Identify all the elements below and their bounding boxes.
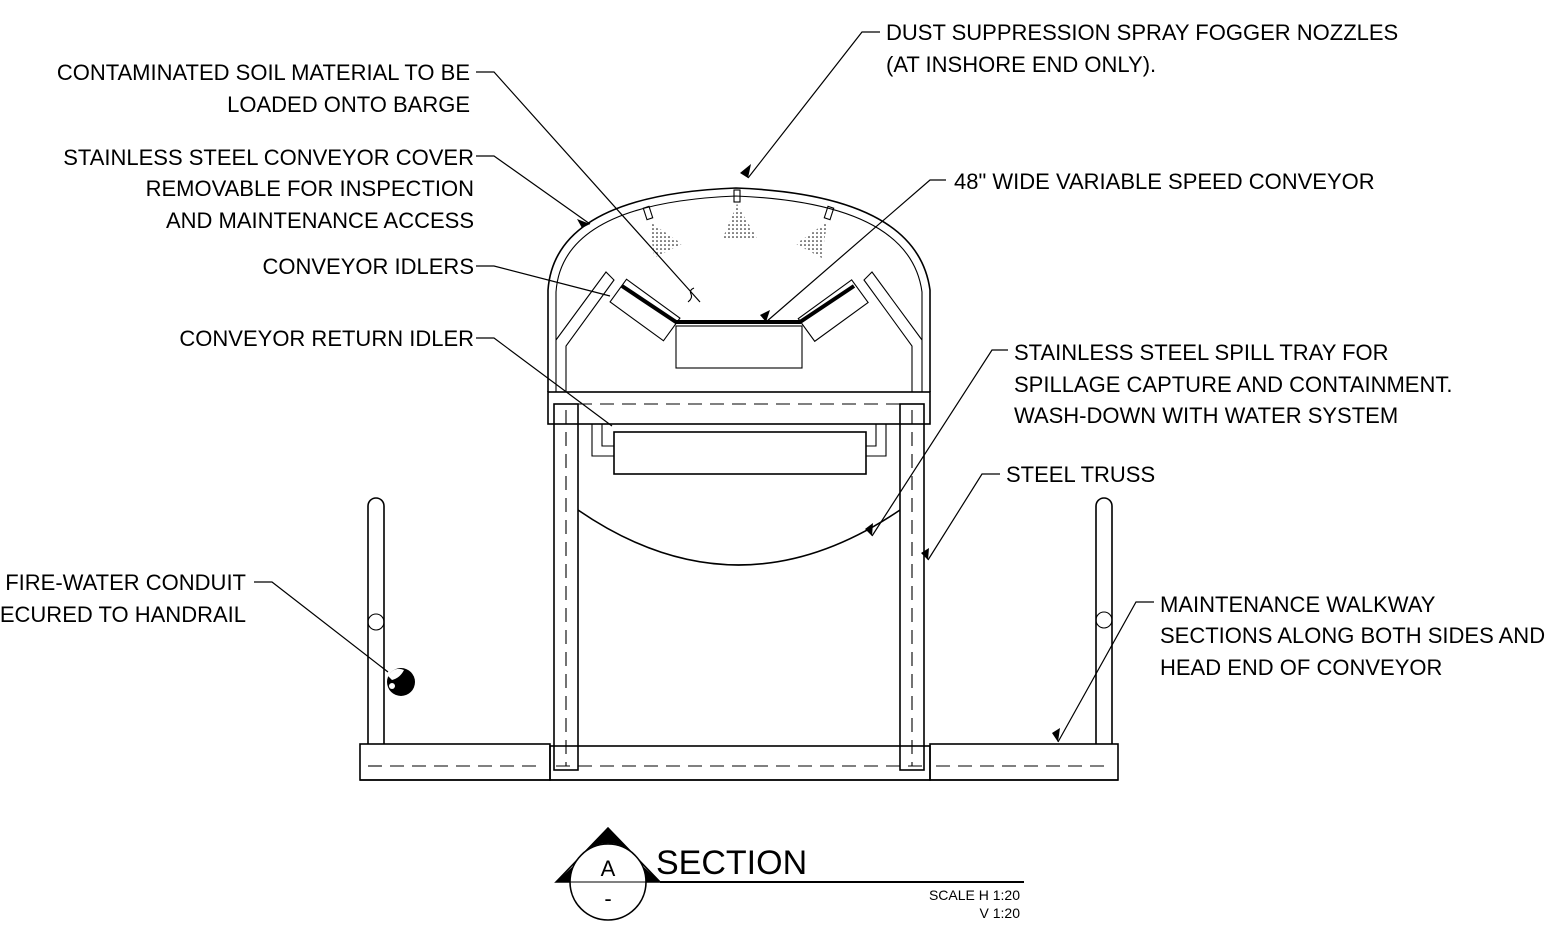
svg-text:CONVEYOR IDLERS: CONVEYOR IDLERS — [263, 254, 475, 279]
svg-text:SECURED TO HANDRAIL: SECURED TO HANDRAIL — [0, 602, 246, 627]
svg-text:STAINLESS STEEL CONVEYOR COVER: STAINLESS STEEL CONVEYOR COVER — [63, 145, 474, 170]
label-walkway: MAINTENANCE WALKWAY SECTIONS ALONG BOTH … — [1160, 592, 1545, 680]
deck-plate — [547, 391, 931, 425]
label-dust-suppression: DUST SUPPRESSION SPRAY FOGGER NOZZLES (A… — [886, 20, 1398, 77]
fire-water-conduit — [387, 668, 415, 696]
svg-text:WASH-DOWN WITH WATER SYSTEM: WASH-DOWN WITH WATER SYSTEM — [1014, 403, 1398, 428]
handrail-right — [1095, 497, 1113, 744]
return-idler — [591, 424, 887, 475]
conveyor-belt — [609, 278, 869, 369]
section-letter: A — [601, 856, 616, 881]
label-contaminated-soil: CONTAMINATED SOIL MATERIAL TO BE LOADED … — [57, 60, 470, 117]
svg-text:HEAD END OF CONVEYOR: HEAD END OF CONVEYOR — [1160, 655, 1442, 680]
fogger-nozzles — [642, 189, 835, 258]
svg-text:CONVEYOR RETURN IDLER: CONVEYOR RETURN IDLER — [179, 326, 474, 351]
spill-tray — [577, 509, 901, 566]
svg-text:MAINTENANCE WALKWAY: MAINTENANCE WALKWAY — [1160, 592, 1436, 617]
walkway-left — [359, 743, 551, 781]
svg-text:STAINLESS STEEL SPILL TRAY FOR: STAINLESS STEEL SPILL TRAY FOR — [1014, 340, 1389, 365]
svg-text:CONTAMINATED SOIL MATERIAL TO: CONTAMINATED SOIL MATERIAL TO BE — [57, 60, 470, 85]
scale-vertical: V 1:20 — [980, 905, 1021, 921]
bottom-beam — [360, 745, 1118, 781]
label-conveyor-idlers: CONVEYOR IDLERS — [263, 254, 475, 279]
handrail-left — [367, 497, 385, 744]
svg-text:DUST SUPPRESSION SPRAY FOGGER: DUST SUPPRESSION SPRAY FOGGER NOZZLES — [886, 20, 1398, 45]
svg-text:REMOVABLE FOR INSPECTION: REMOVABLE FOR INSPECTION — [146, 176, 474, 201]
svg-text:STEEL TRUSS: STEEL TRUSS — [1006, 462, 1155, 487]
section-title: SECTION — [656, 844, 807, 882]
walkway-right — [929, 743, 1119, 781]
section-callout: A - SECTION SCALE H 1:20 V 1:20 — [554, 826, 1024, 921]
conveyor-cover — [547, 187, 931, 392]
label-conveyor-cover: STAINLESS STEEL CONVEYOR COVER REMOVABLE… — [63, 145, 474, 233]
label-spill-tray: STAINLESS STEEL SPILL TRAY FOR SPILLAGE … — [1014, 340, 1452, 428]
svg-text:(AT INSHORE END ONLY).: (AT INSHORE END ONLY). — [886, 52, 1156, 77]
label-return-idler: CONVEYOR RETURN IDLER — [179, 326, 474, 351]
svg-text:LOADED ONTO BARGE: LOADED ONTO BARGE — [227, 92, 470, 117]
idler-frame — [555, 271, 923, 392]
steel-truss — [553, 403, 925, 771]
section-sheet: - — [604, 886, 611, 911]
label-steel-truss: STEEL TRUSS — [1006, 462, 1155, 487]
svg-text:SPILLAGE CAPTURE AND CONTAINME: SPILLAGE CAPTURE AND CONTAINMENT. — [1014, 372, 1452, 397]
scale-horizontal: SCALE H 1:20 — [929, 887, 1020, 903]
arrowheads — [577, 164, 1060, 742]
svg-text:SECTIONS ALONG BOTH SIDES AND: SECTIONS ALONG BOTH SIDES AND — [1160, 623, 1545, 648]
svg-text:FIRE-WATER CONDUIT: FIRE-WATER CONDUIT — [5, 570, 246, 595]
leader-lines — [254, 31, 1154, 743]
label-fire-water: FIRE-WATER CONDUIT SECURED TO HANDRAIL — [0, 570, 246, 627]
svg-text:AND MAINTENANCE ACCESS: AND MAINTENANCE ACCESS — [166, 208, 474, 233]
label-conveyor-width: 48" WIDE VARIABLE SPEED CONVEYOR — [954, 169, 1375, 194]
svg-text:48" WIDE VARIABLE SPEED CONVEY: 48" WIDE VARIABLE SPEED CONVEYOR — [954, 169, 1375, 194]
